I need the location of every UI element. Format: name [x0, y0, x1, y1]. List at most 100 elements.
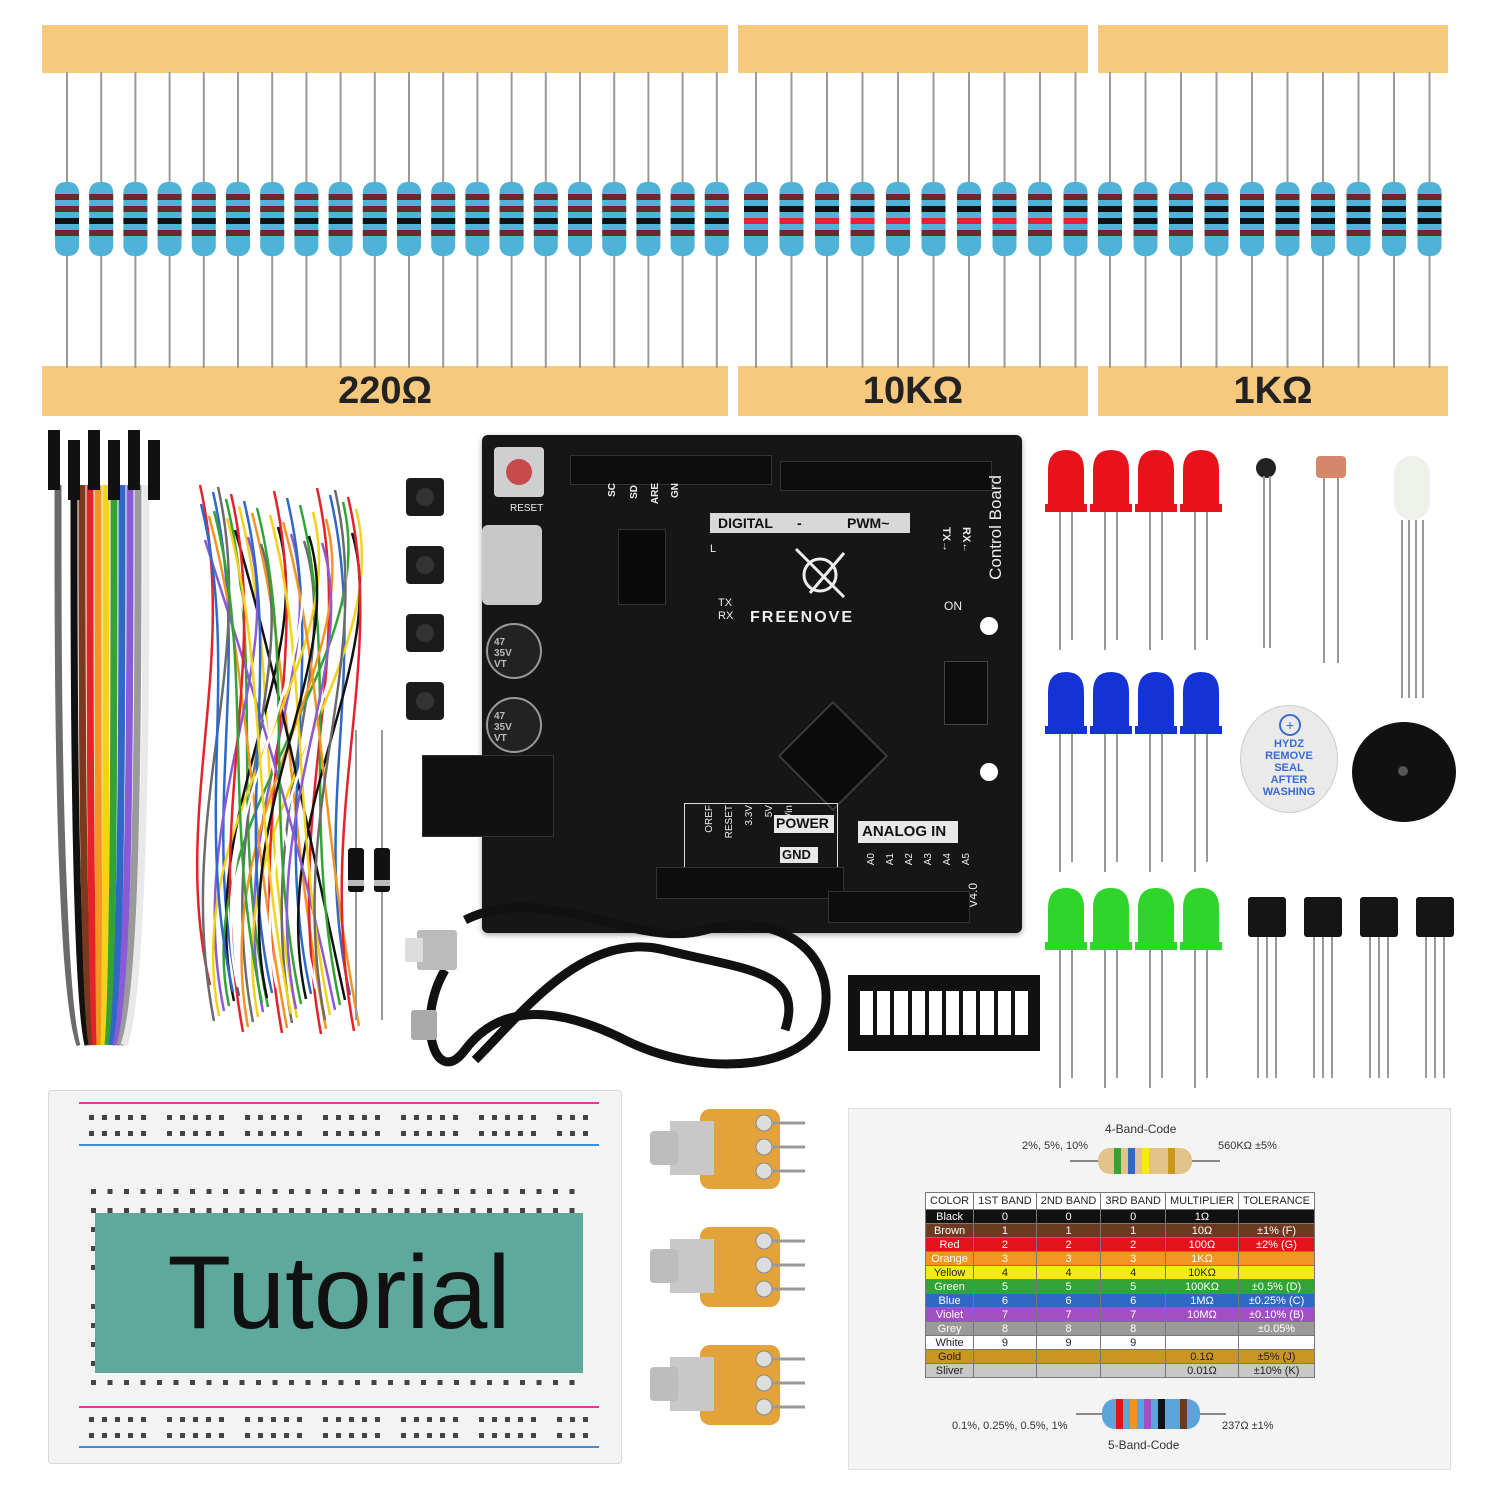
- digital-header-left: [570, 455, 772, 485]
- table-cell: 1: [1035, 1223, 1102, 1238]
- jumper-wire-bundle: [195, 484, 363, 1035]
- pin-label-gnd-top: GN: [670, 483, 681, 498]
- led: [1090, 888, 1132, 1088]
- led: [1045, 888, 1087, 1088]
- table-cell: 8: [973, 1321, 1037, 1336]
- table-header: 1ST BAND: [973, 1192, 1037, 1210]
- table-cell: 9: [973, 1335, 1037, 1350]
- resistor: [55, 72, 79, 368]
- sensors: [1256, 456, 1430, 698]
- tape-bottom-1k: [1098, 366, 1448, 416]
- table-cell: 6: [1100, 1293, 1166, 1308]
- power-label-bg: [774, 815, 834, 833]
- resistor-array: [55, 72, 1442, 368]
- resistor: [1028, 72, 1052, 368]
- table-cell: 7: [1035, 1307, 1102, 1322]
- table-cell: 1KΩ: [1164, 1251, 1239, 1266]
- resistor: [1063, 72, 1088, 368]
- table-header: 2ND BAND: [1035, 1192, 1102, 1210]
- freenove-logo-icon: [794, 547, 846, 599]
- power-header: [656, 867, 844, 899]
- transistor: [1248, 897, 1286, 1078]
- table-cell: White: [924, 1335, 975, 1350]
- table-cell: 6: [973, 1293, 1037, 1308]
- table-cell: [1164, 1321, 1239, 1336]
- dupont-ribbon-cable: [48, 430, 160, 1047]
- diodes: [348, 730, 390, 1020]
- table-cell: ±0.10% (B): [1237, 1307, 1316, 1322]
- table-cell: 1MΩ: [1164, 1293, 1239, 1308]
- control-board: RESET SC SD ARE GN DIGITAL - PWM~ TX→ RX…: [422, 435, 1022, 933]
- resistor: [533, 72, 558, 368]
- tutorial-overlay: Tutorial: [95, 1213, 583, 1373]
- table-cell: 1: [1100, 1223, 1166, 1238]
- table-cell: 10KΩ: [1164, 1265, 1239, 1280]
- potentiometer: [650, 1345, 805, 1425]
- led-bar-graph: [848, 975, 1040, 1051]
- resistor: [1382, 72, 1406, 368]
- potentiometers: [650, 1109, 805, 1425]
- analog-pin-label: A3: [923, 853, 934, 866]
- resistor: [704, 72, 729, 368]
- power-label: POWER: [776, 815, 829, 831]
- table-cell: Blue: [924, 1293, 975, 1308]
- pin-label-scl: SC: [607, 483, 618, 497]
- resistor: [123, 72, 148, 368]
- table-cell: 8: [1035, 1321, 1102, 1336]
- table-cell: 2: [1100, 1237, 1166, 1252]
- bar-segment: [894, 991, 908, 1035]
- table-cell: [1035, 1349, 1102, 1364]
- table-cell: 0.1Ω: [1164, 1349, 1239, 1364]
- digital-label: DIGITAL: [718, 515, 773, 531]
- reset-button[interactable]: [494, 447, 544, 497]
- potentiometer: [650, 1227, 805, 1307]
- push-button: [406, 682, 444, 720]
- table-cell: ±10% (K): [1237, 1363, 1316, 1378]
- table-cell: 4: [1035, 1265, 1102, 1280]
- resistor: [499, 72, 524, 368]
- digital-pwm-band: [710, 513, 910, 533]
- resistor: [89, 72, 114, 368]
- table-cell: ±0.05%: [1237, 1321, 1316, 1336]
- five-band-title: 5-Band-Code: [1108, 1438, 1180, 1452]
- digital-dash: -: [797, 515, 802, 531]
- resistor: [992, 72, 1017, 368]
- resistor: [1417, 72, 1442, 368]
- table-cell: 3: [1100, 1251, 1166, 1266]
- table-cell: 1Ω: [1164, 1209, 1239, 1224]
- resistor: [260, 72, 285, 368]
- pin-label-aref: ARE: [650, 483, 661, 505]
- table-cell: 4: [973, 1265, 1037, 1280]
- push-button: [406, 546, 444, 584]
- five-band-resistor-icon: [1076, 1399, 1226, 1429]
- table-cell: ±1% (F): [1237, 1223, 1316, 1238]
- led: [1180, 450, 1222, 650]
- table-cell: 5: [1100, 1279, 1166, 1294]
- resistor: [328, 72, 353, 368]
- led: [1180, 888, 1222, 1088]
- table-cell: 2: [1035, 1237, 1102, 1252]
- resistor: [397, 72, 421, 368]
- led: [1045, 450, 1087, 650]
- analog-pin-label: A4: [942, 853, 953, 866]
- resistor: [636, 72, 661, 368]
- table-cell: Sliver: [924, 1363, 975, 1378]
- pin-label-sda: SD: [629, 485, 640, 499]
- table-cell: [973, 1349, 1037, 1364]
- resistor: [602, 72, 627, 368]
- analog-header: [828, 891, 970, 923]
- push-button: [406, 614, 444, 652]
- led-array: [1045, 450, 1222, 1088]
- gnd-label: GND: [782, 847, 811, 862]
- usb-c-port: [482, 525, 542, 605]
